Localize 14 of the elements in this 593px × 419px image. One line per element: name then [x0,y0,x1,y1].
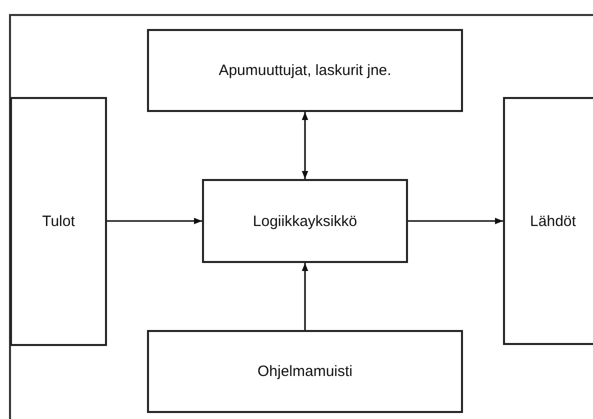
arrow [302,263,308,330]
process-box [503,97,593,345]
process-box [147,330,463,413]
arrow [302,112,308,179]
process-box [10,97,107,346]
node-label: Apumuuttujat, laskurit jne. [218,62,392,79]
node-label: Ohjelmamuisti [257,363,353,380]
arrow [107,218,202,224]
arrow [408,218,503,224]
node-label: Lähdöt [530,212,576,230]
node-label: Logiikkayksikkö [252,212,358,230]
node-label: Tulot [42,213,75,230]
process-box [147,29,463,112]
process-box [202,179,408,263]
